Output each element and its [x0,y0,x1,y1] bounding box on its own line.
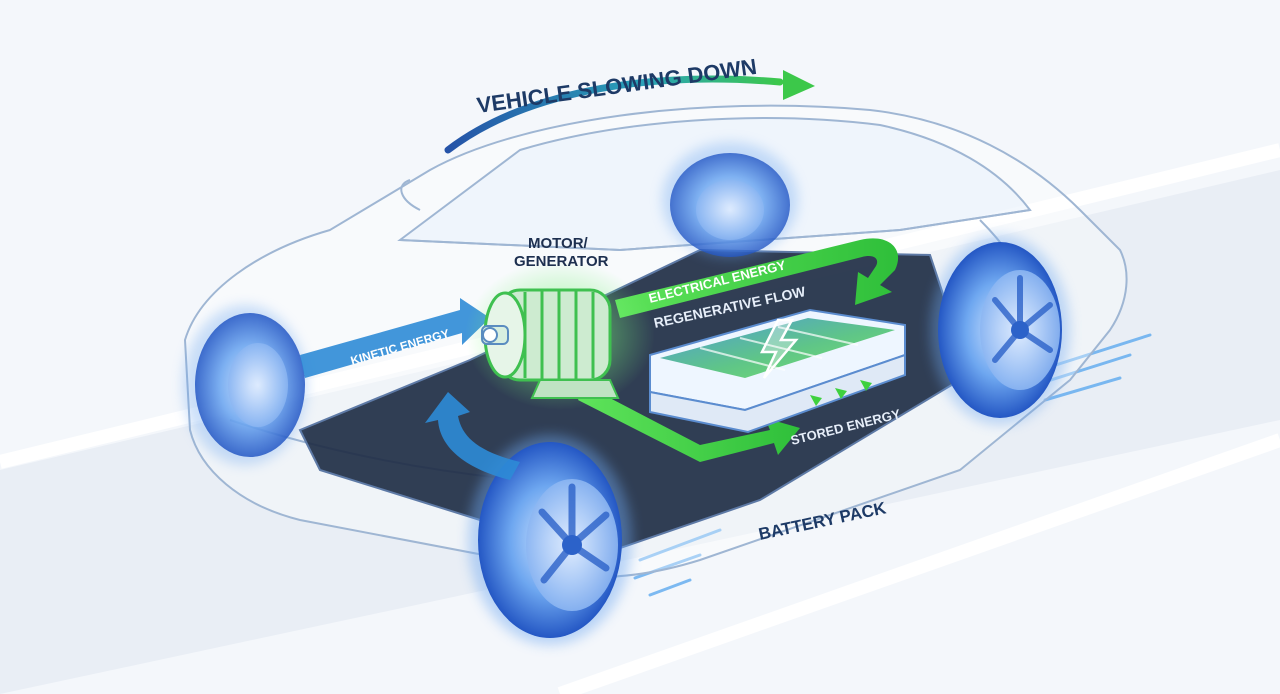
rear-right-wheel [662,142,798,258]
motor-generator [465,260,655,410]
motor-label-line1: MOTOR/ [528,235,589,252]
motor-label-line2: GENERATOR [514,253,609,270]
front-right-wheel [930,235,1070,425]
rear-left-wheel [183,305,307,465]
